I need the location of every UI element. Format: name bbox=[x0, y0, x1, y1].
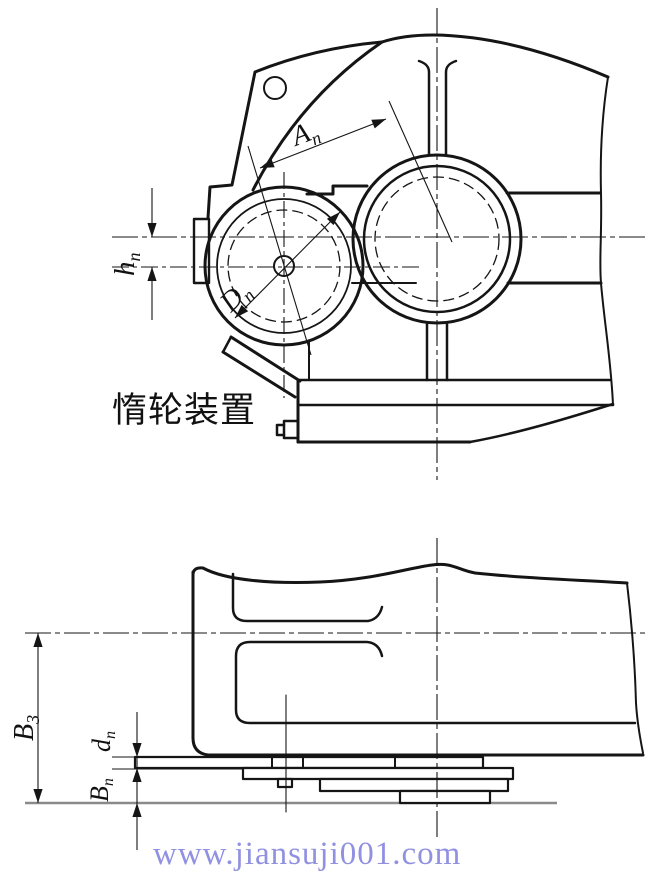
label-an: An bbox=[286, 114, 324, 156]
housing-bottom-and-left-edge bbox=[191, 570, 645, 757]
label-b3: B3 bbox=[9, 715, 43, 741]
drain-plug bbox=[282, 419, 300, 440]
left-lug bbox=[192, 217, 211, 285]
housing-right-break-edge bbox=[599, 76, 614, 406]
idler-device-caption: 惰轮装置 bbox=[112, 391, 256, 430]
spacer-plate bbox=[241, 766, 515, 781]
extension-line-right bbox=[388, 100, 453, 243]
top-rib-right bbox=[444, 59, 458, 157]
arrowhead bbox=[147, 223, 157, 237]
arrowhead bbox=[132, 803, 142, 817]
arrowhead bbox=[33, 789, 43, 803]
idler-outer-circle bbox=[203, 185, 365, 347]
label-bn: Bn bbox=[85, 778, 117, 802]
dimension-idler-offset: hn bbox=[109, 188, 157, 320]
main-bore-hidden-circle bbox=[374, 176, 500, 302]
idler-inner-circle bbox=[216, 198, 352, 334]
housing-inner-arc bbox=[251, 40, 384, 192]
top-rib-left bbox=[417, 59, 431, 157]
main-bore-outer-circle bbox=[351, 153, 523, 325]
dimension-overall-height: B3 bbox=[9, 633, 43, 803]
arrowhead bbox=[132, 743, 142, 757]
dimension-idler-diameter: Dn bbox=[213, 211, 341, 319]
wheel-disc-upper bbox=[318, 777, 510, 793]
wheel-disc-lower bbox=[398, 789, 492, 805]
dimension-shaft-and-plate: dn Bn bbox=[85, 712, 243, 850]
strut-lower-edge bbox=[221, 350, 297, 399]
strut-upper-edge bbox=[229, 335, 302, 383]
idler-plate-stack bbox=[133, 755, 515, 805]
arrowhead bbox=[326, 212, 340, 226]
dimension-center-distance: An bbox=[247, 100, 453, 356]
arrowhead bbox=[147, 267, 157, 281]
arrowhead bbox=[33, 633, 43, 647]
idler-shaft-hole bbox=[273, 255, 295, 277]
housing-top-break-edge bbox=[191, 562, 629, 585]
base-flange bbox=[275, 378, 615, 444]
arrowhead bbox=[132, 768, 142, 782]
bottom-view: B3 dn Bn bbox=[9, 538, 645, 850]
upper-cavity-line bbox=[231, 572, 384, 623]
arrowhead bbox=[235, 304, 249, 318]
main-bore-inner-circle bbox=[362, 164, 512, 314]
bracket-outline bbox=[206, 40, 384, 220]
base-break-curve bbox=[468, 402, 615, 444]
dimension-line bbox=[234, 211, 341, 319]
bracket-strap bbox=[133, 755, 485, 770]
housing-top-arc bbox=[380, 33, 610, 79]
housing-right-break-edge bbox=[626, 582, 644, 754]
arrowhead bbox=[371, 119, 386, 129]
main-bore bbox=[351, 153, 523, 325]
top-view: An Dn hn 惰轮装置 bbox=[109, 8, 648, 480]
dimension-line bbox=[259, 118, 387, 169]
extension-line-left bbox=[247, 145, 312, 356]
locating-key bbox=[276, 777, 294, 789]
idler-wheel bbox=[203, 185, 365, 347]
label-dn-shaft: dn bbox=[87, 731, 119, 752]
arrowhead bbox=[260, 158, 275, 168]
strut-end-cap bbox=[221, 335, 233, 354]
lower-cavity-line bbox=[234, 640, 637, 725]
watermark-text: www.jiansuji001.com bbox=[153, 836, 461, 872]
bracket-hole bbox=[263, 76, 287, 100]
label-hn: hn bbox=[109, 253, 144, 277]
idler-hidden-circle bbox=[227, 209, 341, 323]
drain-plug-cap bbox=[275, 423, 286, 437]
